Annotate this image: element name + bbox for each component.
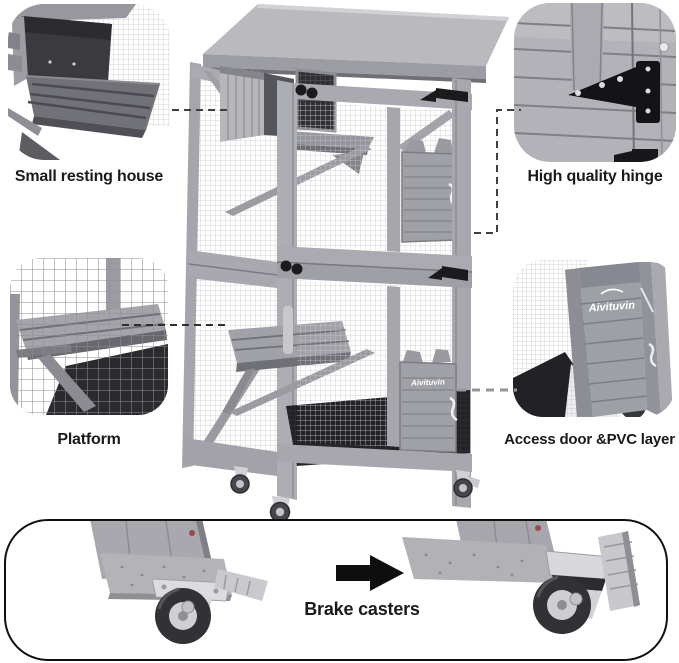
platform-detail-image (10, 258, 168, 415)
mid-rail (276, 246, 473, 288)
access-door: Aivituvin (399, 349, 458, 453)
callout-resting-house-photo (8, 4, 170, 160)
brand-logo-text: Aivituvin (410, 377, 445, 387)
callout-access-door-photo: Aivituvin (513, 260, 675, 417)
access-door-label: Access door &PVC layer (504, 431, 675, 448)
door-latch (648, 342, 657, 368)
caster-left (90, 521, 268, 644)
caster-left-back (230, 466, 250, 494)
upper-cat-door (401, 138, 457, 243)
bottom-rail (277, 444, 472, 472)
door-latch (449, 396, 458, 422)
left-door-handle (283, 306, 293, 354)
caster-right (402, 521, 640, 634)
brake-casters-label: Brake casters (304, 599, 420, 619)
resting-house-detail-image (8, 4, 170, 160)
hinge-hardware-top (295, 84, 468, 102)
platform-label: Platform (57, 431, 121, 448)
brand-logo-text: Aivituvin (587, 299, 635, 314)
arrow-right-icon (336, 555, 404, 591)
roof (203, 4, 509, 83)
caster-front-left (269, 496, 291, 523)
callout-hinge-photo (514, 3, 676, 162)
hinge-detail-image (514, 3, 676, 162)
screw (659, 42, 669, 52)
callout-brake-casters-photo: Brake casters (4, 519, 668, 661)
callout-platform-photo (10, 258, 168, 415)
t-hinge (568, 61, 660, 123)
hinge-label: High quality hinge (527, 168, 663, 185)
access-door-detail-image: Aivituvin (513, 260, 673, 417)
caster-right (453, 470, 480, 498)
brake-casters-image (90, 521, 640, 644)
resting-house-label: Small resting house (14, 168, 164, 185)
